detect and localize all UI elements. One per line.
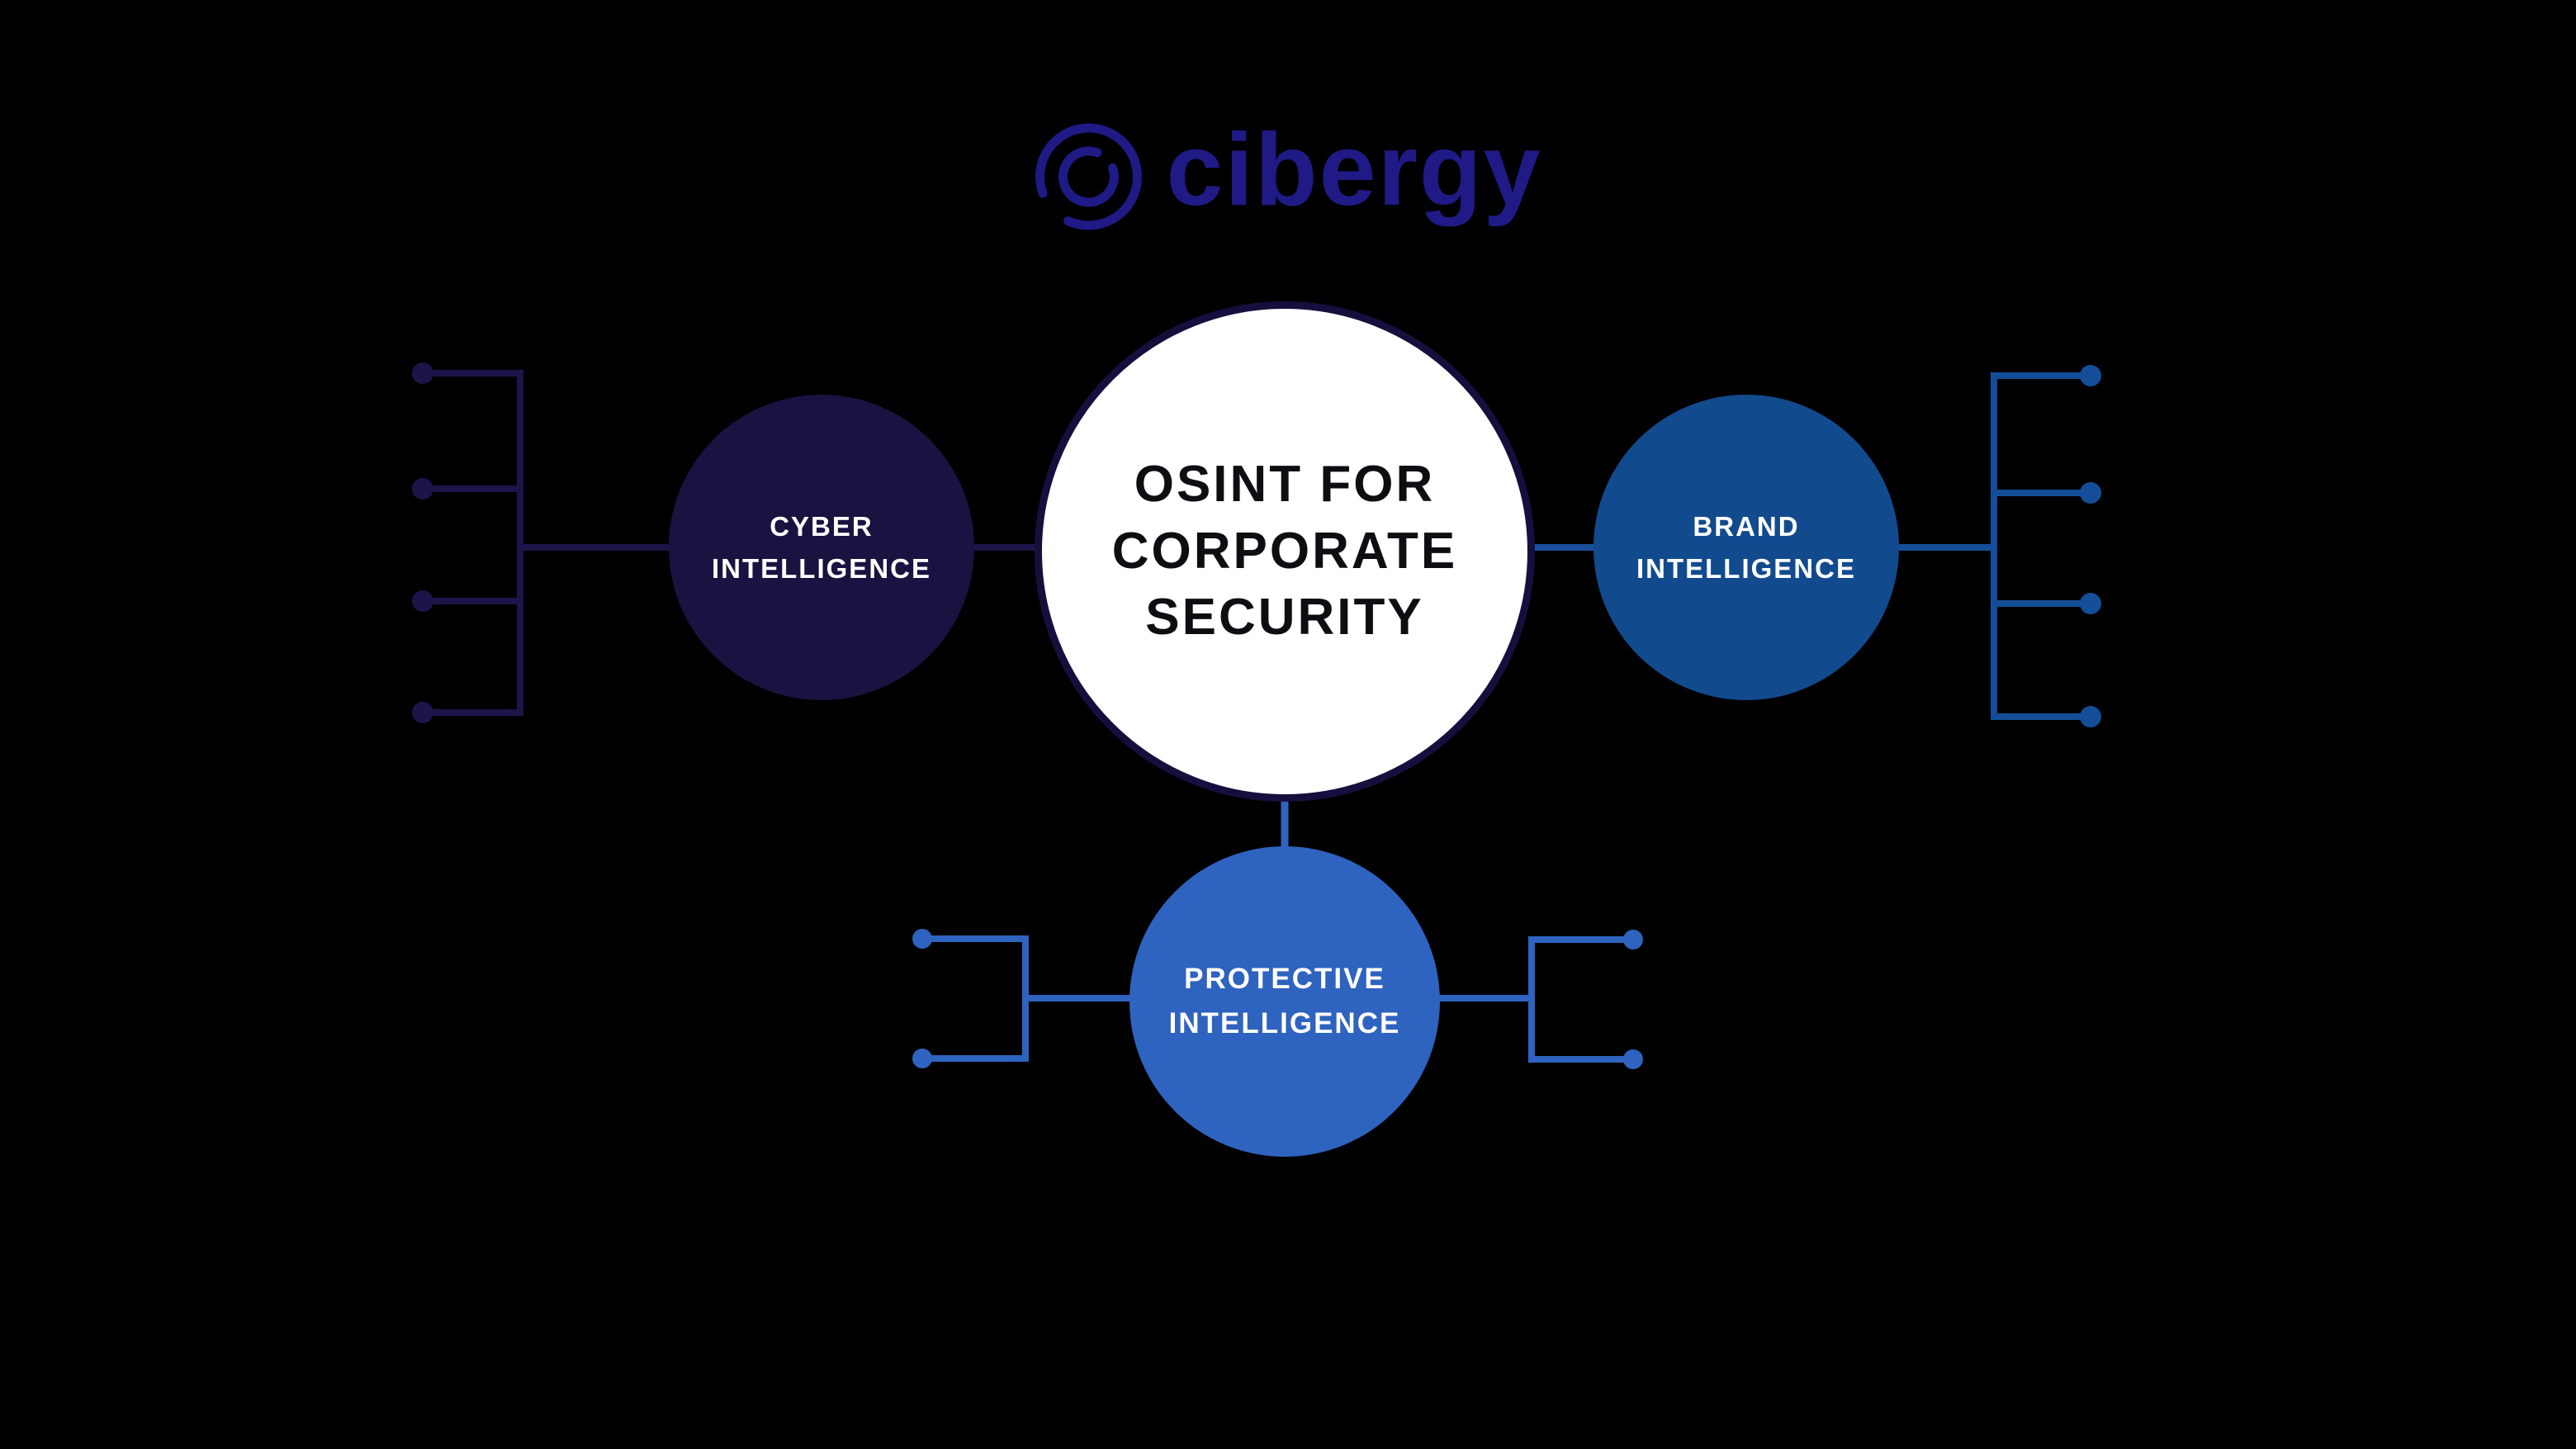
right-branch-lines [1897, 372, 2091, 720]
bottom-left-branch-lines [922, 935, 1133, 1062]
right-branch-path [1897, 372, 2091, 720]
brand-wordmark: cibergy [1166, 113, 1542, 227]
node-osint-center: OSINT FOR CORPORATE SECURITY [1035, 301, 1535, 802]
branch-dot [2080, 706, 2101, 727]
bottom-left-branch-path [922, 935, 1133, 1062]
node-protective-intelligence: PROTECTIVE INTELLIGENCE [1129, 846, 1440, 1157]
branch-dot [2080, 482, 2101, 504]
branch-dot [1623, 930, 1643, 949]
node-cyber-intelligence: CYBER INTELLIGENCE [669, 395, 974, 700]
node-osint-label: OSINT FOR CORPORATE SECURITY [1111, 456, 1458, 646]
branch-dot [412, 702, 433, 723]
bottom-right-branch-dots [1623, 930, 1643, 1069]
left-branch-path [423, 370, 670, 716]
node-brand-intelligence: BRAND INTELLIGENCE [1593, 395, 1899, 700]
bottom-left-branch-dots [912, 929, 932, 1068]
right-branch-dots [2080, 365, 2101, 727]
branch-dot [412, 478, 433, 500]
branch-dot [2080, 593, 2101, 614]
bottom-right-branch-path [1437, 936, 1633, 1063]
left-branch-lines [423, 370, 670, 716]
branch-dot [412, 362, 433, 384]
branch-dot [412, 590, 433, 612]
logo-inner-arc [1058, 146, 1119, 207]
node-brand-label: BRAND INTELLIGENCE [1636, 510, 1856, 584]
branch-dot [912, 1049, 932, 1068]
spiral-circles-icon [1035, 123, 1142, 230]
cibergy-logo: cibergy [1034, 113, 1542, 231]
branch-dot [2080, 365, 2101, 386]
branch-dot [912, 929, 932, 949]
node-cyber-label: CYBER INTELLIGENCE [711, 510, 931, 584]
logo-outer-arc [1035, 123, 1142, 230]
left-branch-dots [412, 362, 433, 723]
node-protective-label: PROTECTIVE INTELLIGENCE [1168, 962, 1401, 1039]
branch-dot [1623, 1049, 1643, 1069]
bottom-right-branch-lines [1437, 936, 1633, 1063]
